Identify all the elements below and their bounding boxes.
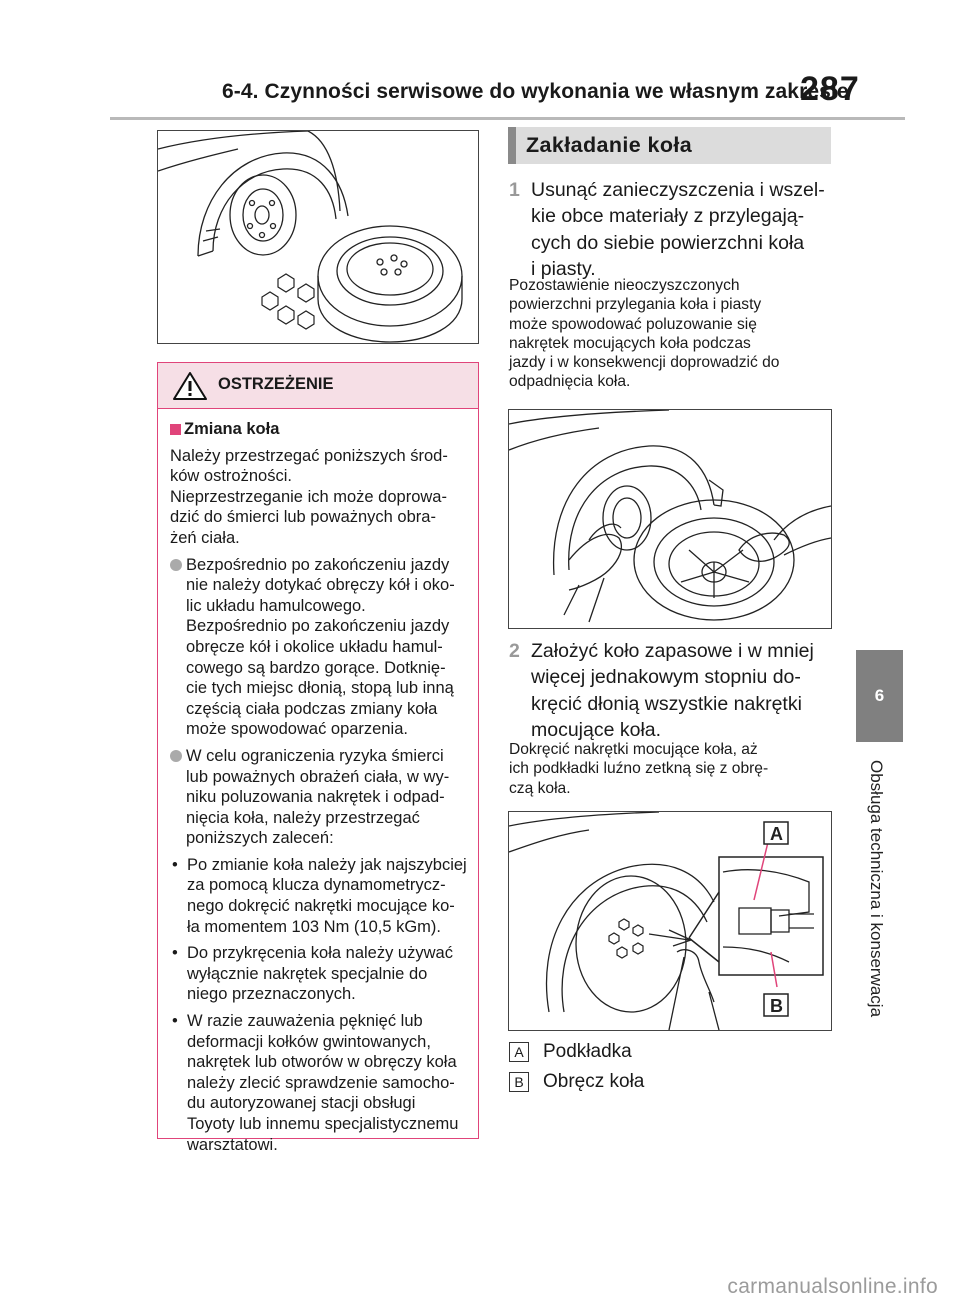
warning-subitem: • W razie zauważenia pęknięć lub deformac… <box>170 1011 475 1155</box>
callout-text: Podkładka <box>543 1041 632 1062</box>
header-rule <box>110 117 905 120</box>
svg-text:B: B <box>770 996 783 1016</box>
figure-cleaning-surfaces <box>508 409 832 629</box>
step-2-note: Dokręcić nakrętki mocujące koła, aż ich … <box>509 741 769 797</box>
warning-body: Zmiana koła Należy przestrzegać poniższy… <box>170 419 475 1155</box>
warning-subitem: • Po zmianie koła należy jak najszybciej … <box>170 855 475 937</box>
callout-letter: B <box>509 1072 529 1092</box>
subitem-marker: • <box>172 855 178 874</box>
step-text: Usunąć zanieczyszczenia i wszel- kie obc… <box>531 179 825 281</box>
figure-wheel-removed <box>157 130 479 344</box>
subitem-marker: • <box>172 944 178 963</box>
warning-bullet-text: W celu ograniczenia ryzyka śmierci lub p… <box>186 746 450 848</box>
warning-bullet-text: Bezpośrednio po zakończeniu jazdy nie na… <box>186 555 455 739</box>
square-bullet-icon <box>170 423 181 435</box>
warning-triangle-icon <box>173 372 207 400</box>
running-header-title: 6-4. Czynności serwisowe do wykonania we… <box>222 80 849 103</box>
section-title: Zakładanie koła <box>526 133 693 157</box>
chapter-tab: Obsługa techniczna i konserwacja <box>866 760 896 1220</box>
warning-title: OSTRZEŻENIE <box>218 375 334 393</box>
bullet-dot-icon <box>170 558 182 571</box>
bullet-dot-icon <box>170 749 182 762</box>
callout-legend-a: A Podkładka <box>509 1041 632 1063</box>
step-number: 2 <box>509 640 520 662</box>
warning-section-label: Zmiana koła <box>184 420 280 438</box>
warning-header: OSTRZEŻENIE <box>158 363 478 409</box>
svg-text:A: A <box>770 824 783 844</box>
step-1: 1 Usunąć zanieczyszczenia i wszel- kie o… <box>509 177 831 283</box>
wheel-hub-illustration <box>158 131 463 343</box>
warning-subitem: • Do przykręcenia koła należy używać wyłą… <box>170 943 475 1005</box>
warning-bullet: W celu ograniczenia ryzyka śmierci lub p… <box>170 746 475 849</box>
step-2: 2 Założyć koło zapasowe i w mniej więcej… <box>509 638 831 744</box>
warning-intro: Należy przestrzegać poniższych środ- ków… <box>170 446 448 547</box>
subitem-marker: • <box>172 1012 178 1031</box>
warning-subitem-text: W razie zauważenia pęknięć lub deformacj… <box>187 1012 459 1154</box>
cleaning-illustration <box>509 410 831 623</box>
step-text: Założyć koło zapasowe i w mniej więcej j… <box>531 640 814 742</box>
warning-box: OSTRZEŻENIE Zmiana koła Należy przestrze… <box>157 362 479 1154</box>
warning-subitem-text: Po zmianie koła należy jak najszybciej z… <box>187 855 467 936</box>
warning-section-heading: Zmiana koła <box>170 419 475 440</box>
chapter-tab-number: 6 <box>856 650 903 742</box>
callout-legend-b: B Obręcz koła <box>509 1071 644 1093</box>
nut-detail-illustration: A B <box>509 812 824 1030</box>
warning-bullet: Bezpośrednio po zakończeniu jazdy nie na… <box>170 555 475 740</box>
warning-subitem-text: Do przykręcenia koła należy używać wyłąc… <box>187 944 453 1004</box>
callout-text: Obręcz koła <box>543 1071 645 1092</box>
watermark: carmanualsonline.info <box>727 1275 938 1298</box>
page-number: 287 <box>800 70 860 108</box>
figure-nut-tightening: A B <box>508 811 832 1031</box>
section-heading-bar: Zakładanie koła <box>508 127 831 164</box>
callout-letter: A <box>509 1042 529 1062</box>
step-1-note: Pozostawienie nieoczyszczonych powierzch… <box>509 277 780 391</box>
chapter-tab-label: Obsługa techniczna i konserwacja <box>867 760 886 1018</box>
step-number: 1 <box>509 179 520 201</box>
section-bar-edge <box>508 127 516 164</box>
